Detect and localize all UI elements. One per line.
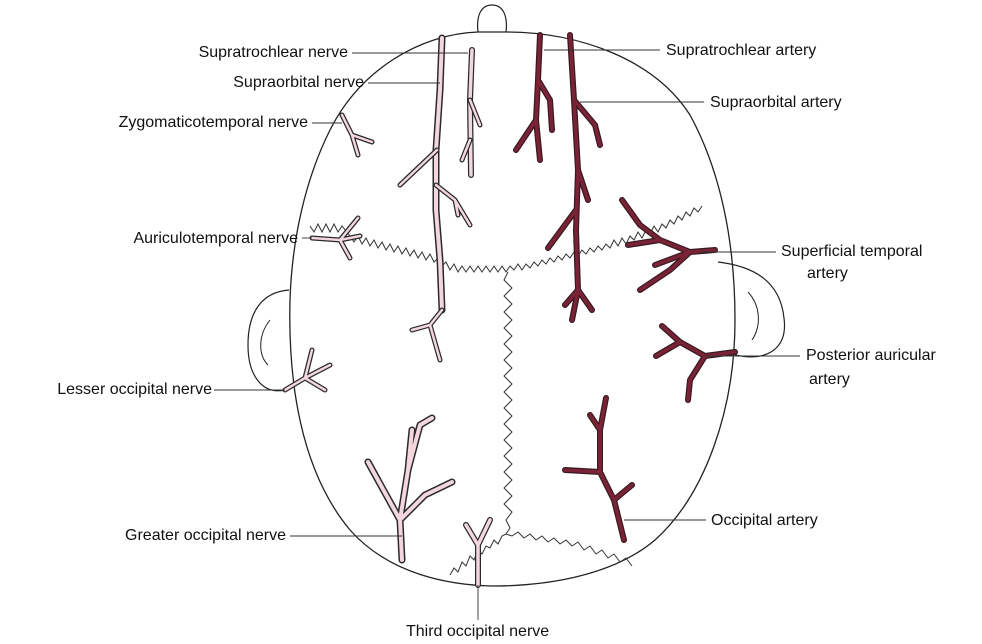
label-posterior-auricular-artery-line1: Posterior auricular [806, 346, 936, 365]
label-supraorbital-nerve: Supraorbital nerve [233, 73, 364, 92]
arteries [516, 35, 735, 540]
label-superficial-temporal-artery-line1: Superficial temporal [781, 242, 922, 261]
label-supraorbital-artery: Supraorbital artery [710, 93, 842, 112]
right-ear-inner [748, 292, 758, 340]
label-supratrochlear-nerve: Supratrochlear nerve [199, 43, 348, 62]
sagittal-suture [504, 272, 512, 534]
label-auriculotemporal-nerve: Auriculotemporal nerve [133, 229, 298, 248]
label-zygomaticotemporal-nerve: Zygomaticotemporal nerve [119, 113, 308, 132]
left-ear-inner [261, 320, 270, 365]
posterior-auricular-artery-path [656, 326, 735, 400]
third-occipital-nerve-path [466, 520, 490, 585]
label-third-occipital-nerve: Third occipital nerve [406, 622, 549, 641]
label-occipital-artery: Occipital artery [711, 511, 818, 530]
greater-occipital-nerve-path [368, 418, 452, 560]
left-ear [248, 290, 289, 391]
supratrochlear-nerve-path [462, 50, 480, 175]
supratrochlear-artery-path [516, 35, 552, 160]
label-supratrochlear-artery: Supratrochlear artery [666, 41, 816, 60]
supraorbital-artery-path [548, 35, 600, 320]
label-lesser-occipital-nerve: Lesser occipital nerve [57, 380, 212, 399]
label-posterior-auricular-artery-line2: artery [809, 370, 850, 389]
right-ear [718, 262, 785, 357]
zygomaticotemporal-nerve-path [342, 115, 372, 155]
auriculotemporal-nerve-path [312, 218, 360, 258]
label-greater-occipital-nerve: Greater occipital nerve [125, 526, 286, 545]
occipital-artery-path [565, 398, 632, 540]
coronal-suture [310, 206, 702, 272]
nerves [285, 38, 490, 585]
label-superficial-temporal-artery-line2: artery [807, 264, 848, 283]
nose-outline [478, 5, 507, 32]
superficial-temporal-artery-path [622, 200, 715, 290]
supraorbital-nerve-path [400, 38, 470, 360]
head-outline [290, 32, 735, 586]
